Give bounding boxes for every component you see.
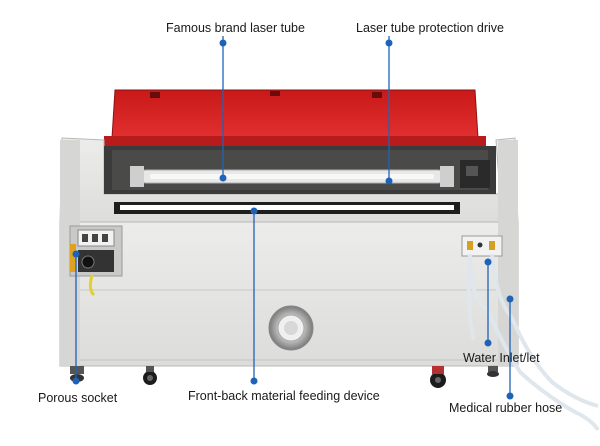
label-water-inlet: Water Inlet/let: [463, 351, 540, 365]
label-feeding-device: Front-back material feeding device: [188, 389, 380, 403]
exhaust-duct: [268, 305, 314, 351]
protection-drive-unit: [460, 160, 490, 188]
callouts: [72, 36, 514, 400]
label-porous-socket: Porous socket: [38, 391, 118, 405]
water-hoses: [466, 253, 600, 432]
water-panel: [461, 235, 503, 257]
machine-casters: [70, 366, 499, 388]
label-rubber-hose: Medical rubber hose: [449, 401, 563, 415]
socket-panel: [69, 225, 123, 297]
label-protection-drive: Laser tube protection drive: [356, 21, 505, 35]
label-laser-tube: Famous brand laser tube: [166, 21, 305, 35]
feeding-slot: [114, 202, 460, 214]
machine-lid: [104, 89, 486, 146]
